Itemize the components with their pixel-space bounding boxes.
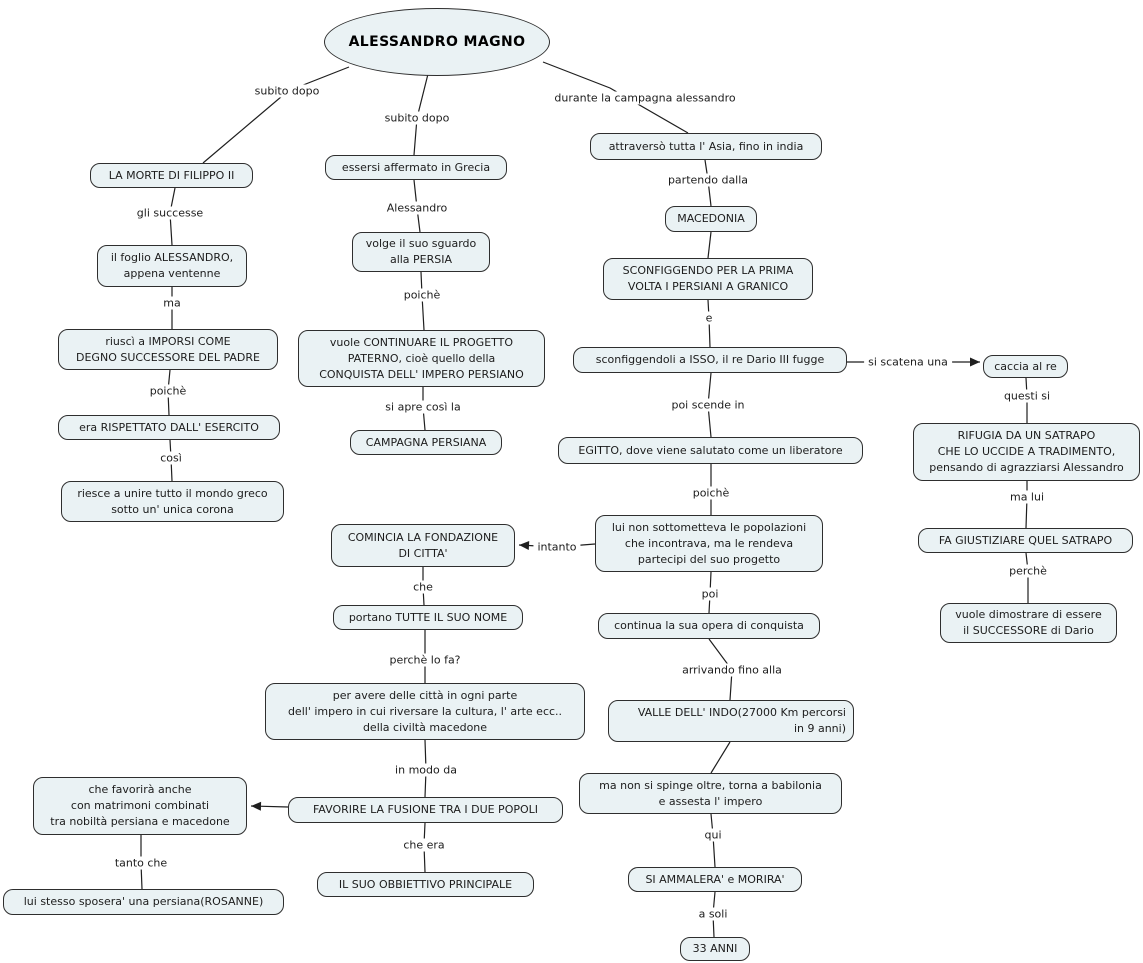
link-label-gli-successe[interactable]: gli successe — [132, 206, 208, 220]
link-label-e[interactable]: e — [701, 311, 717, 325]
link-label-ma[interactable]: ma — [159, 296, 185, 310]
link-label-che-era[interactable]: che era — [399, 838, 449, 852]
link-label-poiche-1[interactable]: poichè — [145, 384, 191, 398]
connector-line — [1025, 481, 1028, 529]
link-label-durante[interactable]: durante la campagna alessandro — [550, 91, 740, 105]
concept-node-sottometteva[interactable]: lui non sottometteva le popolazioni che … — [595, 515, 823, 572]
concept-node-egitto[interactable]: EGITTO, dove viene salutato come un libe… — [558, 437, 863, 464]
concept-node-citta-ogni-parte[interactable]: per avere delle città in ogni parte dell… — [265, 683, 585, 740]
link-label-perche-1[interactable]: perchè — [1005, 564, 1051, 578]
concept-node-valle-indo[interactable]: VALLE DELL' INDO(27000 Km percorsi in 9 … — [608, 700, 854, 742]
link-label-si-apre[interactable]: si apre così la — [381, 400, 465, 414]
link-label-questi-si[interactable]: questi si — [999, 389, 1055, 403]
link-label-che[interactable]: che — [409, 580, 437, 594]
connector-line — [1025, 552, 1029, 603]
concept-node-fondazione[interactable]: COMINCIA LA FONDAZIONE DI CITTA' — [331, 524, 515, 567]
concept-node-rispettato[interactable]: era RISPETTATO DALL' ESERCITO — [58, 415, 280, 440]
concept-node-rosanne[interactable]: lui stesso sposera' una persiana(ROSANNE… — [3, 889, 284, 915]
concept-node-rifugia[interactable]: RIFUGIA DA UN SATRAPO CHE LO UCCIDE A TR… — [913, 423, 1140, 481]
connector-line — [542, 61, 689, 134]
concept-node-attraverso[interactable]: attraversò tutta l' Asia, fino in india — [590, 133, 822, 160]
link-label-subito-dopo-2[interactable]: subito dopo — [380, 111, 454, 125]
concept-node-caccia-al-re[interactable]: caccia al re — [983, 355, 1068, 378]
arrowhead-icon — [970, 357, 980, 367]
arrowhead-icon — [519, 541, 530, 551]
link-label-poi[interactable]: poi — [697, 587, 723, 601]
concept-node-affermato[interactable]: essersi affermato in Grecia — [325, 155, 507, 180]
link-label-in-modo-da[interactable]: in modo da — [391, 763, 461, 777]
link-label-qui[interactable]: qui — [700, 828, 726, 842]
root-node-label: ALESSANDRO MAGNO — [348, 34, 526, 50]
link-label-poiche-3[interactable]: poichè — [688, 486, 734, 500]
concept-node-obbiettivo[interactable]: IL SUO OBBIETTIVO PRINCIPALE — [317, 872, 534, 897]
root-node-alessandro-magno[interactable]: ALESSANDRO MAGNO — [324, 8, 550, 76]
concept-node-33-anni[interactable]: 33 ANNI — [680, 937, 750, 961]
link-label-alessandro[interactable]: Alessandro — [382, 201, 452, 215]
link-label-poi-scende-in[interactable]: poi scende in — [667, 398, 749, 412]
concept-node-figlio-alessandro[interactable]: il foglio ALESSANDRO, appena ventenne — [97, 245, 247, 287]
connector-line — [710, 741, 731, 774]
concept-node-portano[interactable]: portano TUTTE IL SUO NOME — [333, 605, 523, 630]
link-label-perche-lo-fa[interactable]: perchè lo fa? — [385, 653, 465, 667]
link-label-cosi[interactable]: così — [156, 451, 186, 465]
concept-node-matrimoni[interactable]: che favorirà anche con matrimoni combina… — [33, 777, 247, 835]
concept-node-isso[interactable]: sconfiggendoli a ISSO, il re Dario III f… — [573, 347, 847, 373]
link-label-poiche-2[interactable]: poichè — [399, 288, 445, 302]
concept-node-favorire-fusione[interactable]: FAVORIRE LA FUSIONE TRA I DUE POPOLI — [288, 797, 563, 823]
concept-node-unire[interactable]: riesce a unire tutto il mondo greco sott… — [61, 481, 284, 522]
arrowhead-icon — [251, 801, 262, 811]
concept-node-dimostrare[interactable]: vuole dimostrare di essere il SUCCESSORE… — [940, 603, 1117, 643]
link-label-partendo[interactable]: partendo dalla — [663, 173, 753, 187]
concept-node-progetto[interactable]: vuole CONTINUARE IL PROGETTO PATERNO, ci… — [298, 330, 545, 387]
link-label-ma-lui[interactable]: ma lui — [1005, 490, 1049, 504]
link-label-si-scatena[interactable]: si scatena una — [864, 355, 952, 369]
link-label-a-soli[interactable]: a soli — [694, 907, 732, 921]
concept-node-campagna-persiana[interactable]: CAMPAGNA PERSIANA — [350, 430, 502, 455]
connector-line — [707, 231, 712, 259]
concept-node-conquista[interactable]: continua la sua opera di conquista — [598, 613, 820, 639]
link-label-intanto[interactable]: intanto — [533, 540, 581, 554]
concept-node-granico[interactable]: SCONFIGGENDO PER LA PRIMA VOLTA I PERSIA… — [603, 258, 813, 300]
concept-node-giustiziare[interactable]: FA GIUSTIZIARE QUEL SATRAPO — [918, 528, 1133, 553]
link-label-tanto-che[interactable]: tanto che — [110, 856, 172, 870]
concept-node-imporsi[interactable]: riuscì a IMPORSI COME DEGNO SUCCESSORE D… — [58, 329, 278, 370]
concept-node-ammalera[interactable]: SI AMMALERA' e MORIRA' — [628, 867, 802, 892]
concept-node-macedonia[interactable]: MACEDONIA — [665, 206, 757, 232]
link-label-subito-dopo-1[interactable]: subito dopo — [250, 84, 324, 98]
concept-node-morte-filippo[interactable]: LA MORTE DI FILIPPO II — [90, 163, 253, 188]
connector-line — [202, 66, 350, 164]
concept-node-babilonia[interactable]: ma non si spinge oltre, torna a babiloni… — [579, 773, 842, 814]
link-label-arrivando[interactable]: arrivando fino alla — [678, 663, 786, 677]
concept-node-volge[interactable]: volge il suo sguardo alla PERSIA — [352, 232, 490, 272]
